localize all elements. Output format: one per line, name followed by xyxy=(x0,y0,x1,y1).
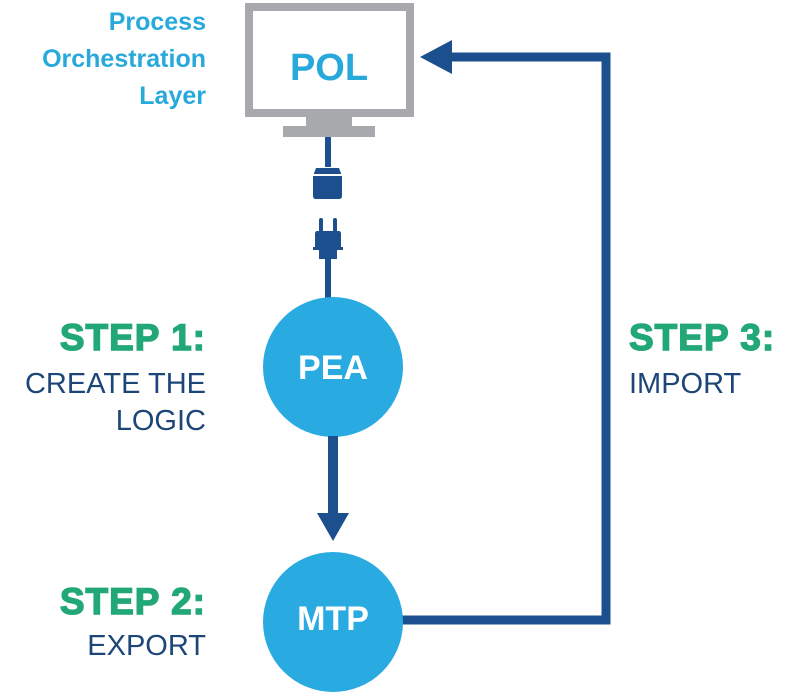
pea-node xyxy=(263,297,403,437)
plug-connector-icon xyxy=(313,218,343,259)
import-connector-line xyxy=(400,52,611,625)
pol-description-line: Orchestration xyxy=(42,45,206,73)
pol-label: POL xyxy=(290,47,368,89)
plug-socket-icon xyxy=(313,168,342,199)
step-3-description-line: IMPORT xyxy=(629,368,742,400)
step-2-description-line: EXPORT xyxy=(87,630,206,662)
monitor-base xyxy=(283,126,375,137)
pol-monitor-icon: POL xyxy=(245,3,414,137)
pol-description-line: Process xyxy=(108,8,206,36)
cable-upper xyxy=(325,137,331,167)
pol-description-line: Layer xyxy=(139,82,206,110)
pea-label: PEA xyxy=(298,349,368,387)
mtp-node xyxy=(263,552,403,692)
import-arrowhead xyxy=(420,40,452,74)
pol-description: Process Orchestration Layer xyxy=(42,4,206,115)
step-1-description-line: CREATE THE xyxy=(24,368,206,400)
step-2-block: STEP 2: EXPORT xyxy=(59,581,206,665)
step-2-heading: STEP 2: xyxy=(59,581,206,622)
export-arrowhead xyxy=(317,513,349,541)
step-1-description-line: LOGIC xyxy=(115,405,206,437)
mtp-label: MTP xyxy=(297,600,369,638)
step-1-block: STEP 1: CREATE THE LOGIC xyxy=(24,317,206,440)
step-3-heading: STEP 3: xyxy=(628,317,776,358)
export-connector-line xyxy=(328,436,338,516)
step-1-heading: STEP 1: xyxy=(59,317,206,358)
monitor-screen-frame xyxy=(245,3,414,117)
cable-lower xyxy=(325,258,331,300)
monitor-neck xyxy=(306,117,352,127)
step-3-block: STEP 3: IMPORT xyxy=(628,317,776,403)
